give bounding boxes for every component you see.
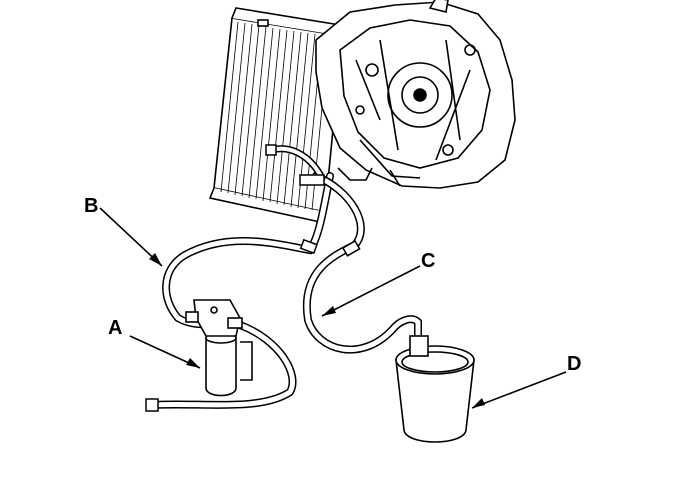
arrowhead-b [149, 253, 162, 266]
callout-label-a: A [108, 317, 123, 339]
radiator [208, 7, 348, 223]
callout-label-b: B [84, 195, 99, 217]
callout-label-d: D [567, 353, 582, 375]
arrowheads [149, 253, 485, 408]
leader-c [321, 265, 421, 317]
arrowhead-d [472, 398, 485, 408]
hose-c-core [304, 173, 421, 361]
leader-d [471, 371, 567, 409]
filter-a [185, 299, 253, 397]
hose-fittings [145, 144, 361, 412]
radiator-fins [220, 21, 330, 211]
callout-label-c: C [421, 250, 436, 272]
arrowhead-c [322, 306, 336, 316]
drain-container-d [395, 335, 475, 443]
transmission [315, 0, 516, 189]
arrowhead-a [186, 358, 200, 368]
